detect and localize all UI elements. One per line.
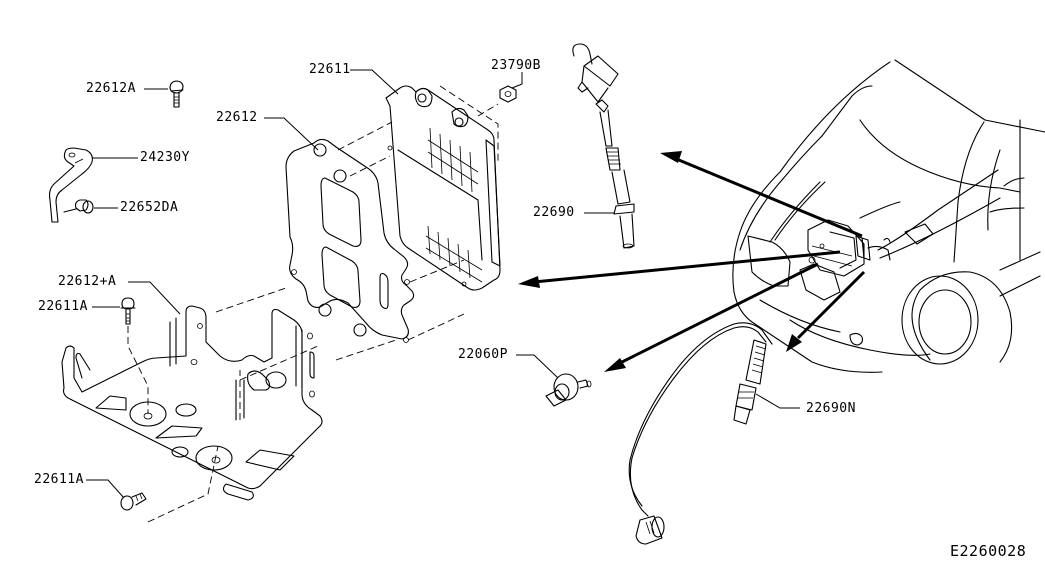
arrowhead-22690 <box>660 151 682 163</box>
label-22690: 22690 <box>533 205 575 220</box>
air-fuel-sensor-drawing <box>572 43 635 249</box>
arrowhead-knock-sensor <box>604 358 626 372</box>
bracket-clip-drawing <box>48 147 94 223</box>
label-24230y: 24230Y <box>140 150 190 165</box>
ecm-module-drawing <box>385 85 501 291</box>
leader-22611a-lower <box>86 479 125 499</box>
label-22690n: 22690N <box>806 401 856 416</box>
label-22611: 22611 <box>309 62 351 77</box>
label-22612plusa: 22612+A <box>58 274 117 289</box>
label-22612: 22612 <box>216 110 258 125</box>
figure-id: E2260028 <box>950 542 1027 560</box>
vehicle-outline-drawing <box>732 59 1045 373</box>
arrowhead-ecm <box>518 276 540 288</box>
arrow-to-22690 <box>673 156 863 238</box>
bolt-22611a-lower-drawing <box>120 492 147 511</box>
leader-22612plusa <box>128 281 181 315</box>
leader-22612 <box>264 117 319 151</box>
leader-22060p <box>516 354 559 379</box>
leader-22690n <box>755 393 800 409</box>
knock-sensor-drawing <box>545 373 592 407</box>
assembly-guide-lines <box>127 85 499 523</box>
ecm-base-bracket-drawing <box>61 305 323 501</box>
bolt-22611a-upper-drawing <box>120 297 136 325</box>
label-22612a: 22612A <box>86 81 136 96</box>
label-23790b: 23790B <box>491 58 541 73</box>
nut-drawing <box>499 85 517 103</box>
label-22611a-upper: 22611A <box>38 299 88 314</box>
arrow-to-knock-sensor <box>617 262 819 366</box>
oxygen-sensor-drawing <box>628 322 773 545</box>
location-arrows <box>518 151 866 372</box>
arrowhead-22690n <box>786 334 802 352</box>
label-22060p: 22060P <box>458 347 508 362</box>
leader-lines <box>86 69 800 499</box>
bolt-22612a-drawing <box>169 80 184 108</box>
leader-22611 <box>350 69 399 95</box>
leader-23790b <box>511 72 523 89</box>
label-22611a-lower: 22611A <box>34 472 84 487</box>
arrow-to-ecm <box>533 250 841 284</box>
label-22652da: 22652DA <box>120 200 179 215</box>
arrow-to-22690n <box>796 270 866 340</box>
